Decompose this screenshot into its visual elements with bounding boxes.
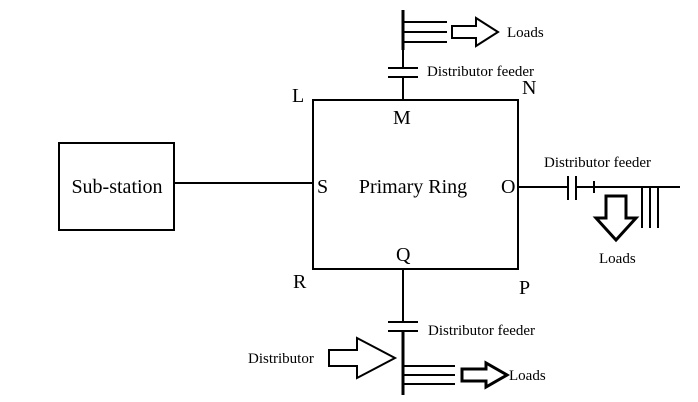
- point-label-top: M: [393, 107, 411, 129]
- bottom-loads-arrow-icon: [460, 360, 511, 390]
- bottom-loads-label: Loads: [509, 368, 546, 384]
- bottom-feeder: Distributor feeder Distributor Loads: [248, 269, 546, 395]
- substation-label: Sub-station: [71, 176, 162, 198]
- distributor-label: Distributor: [248, 351, 314, 367]
- primary-ring-box: [312, 99, 519, 270]
- corner-label-bottom-left: R: [293, 271, 307, 293]
- top-loads-label: Loads: [507, 25, 544, 41]
- distributor-pointer-arrow-icon: [328, 336, 398, 380]
- point-label-bottom: Q: [396, 244, 411, 266]
- point-label-right: O: [501, 176, 515, 198]
- top-loads-arrow-icon: [451, 16, 500, 48]
- point-label-left: S: [317, 176, 328, 198]
- primary-ring-label: Primary Ring: [359, 176, 467, 198]
- right-feeder-label: Distributor feeder: [544, 155, 651, 171]
- corner-label-top-right: N: [522, 77, 536, 99]
- top-feeder: Loads Distributor feeder: [388, 10, 544, 100]
- bottom-feeder-label: Distributor feeder: [428, 323, 535, 339]
- top-feeder-label: Distributor feeder: [427, 64, 534, 80]
- corner-label-bottom-right: P: [519, 277, 530, 299]
- substation-box: [58, 142, 175, 231]
- right-loads-label: Loads: [599, 251, 636, 267]
- right-feeder: Distributor feeder Loads: [518, 155, 680, 267]
- right-loads-arrow-icon: [592, 194, 640, 243]
- corner-label-top-left: L: [292, 85, 304, 107]
